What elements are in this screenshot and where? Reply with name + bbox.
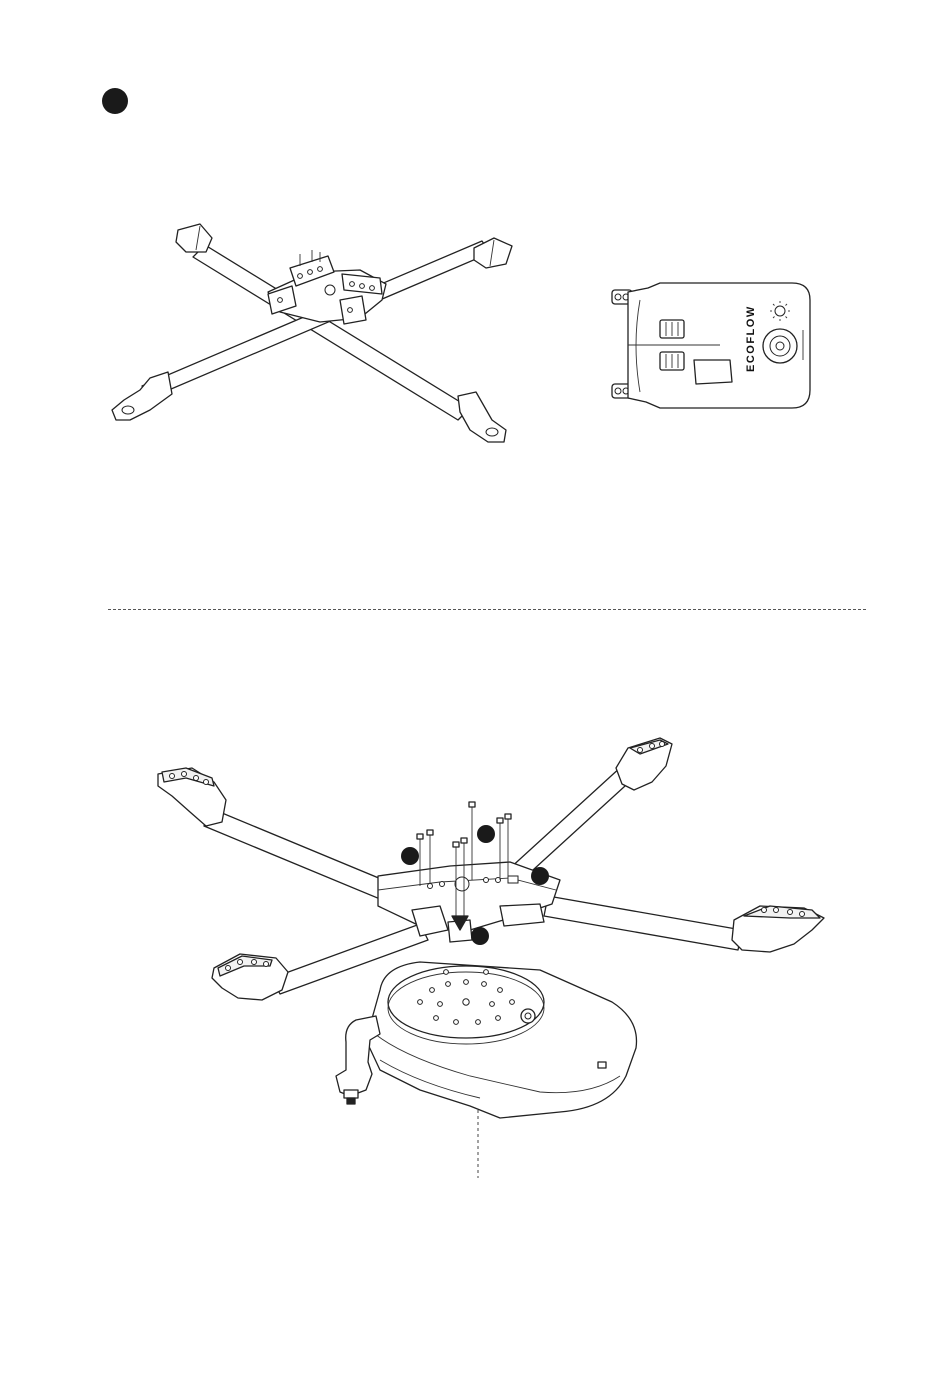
section-divider (108, 609, 866, 610)
callout-dot-1 (401, 847, 419, 865)
callout-dot-3 (531, 867, 549, 885)
callout-dot-2 (477, 825, 495, 843)
battery-top-view-drawing: ECOFLOW (612, 283, 810, 408)
power-button-icon (763, 329, 797, 363)
callout-dot-4 (471, 927, 489, 945)
exploded-assembly-drawing (158, 738, 824, 1178)
brand-text: ECOFLOW (745, 305, 757, 372)
x-frame-drawing (112, 224, 512, 442)
